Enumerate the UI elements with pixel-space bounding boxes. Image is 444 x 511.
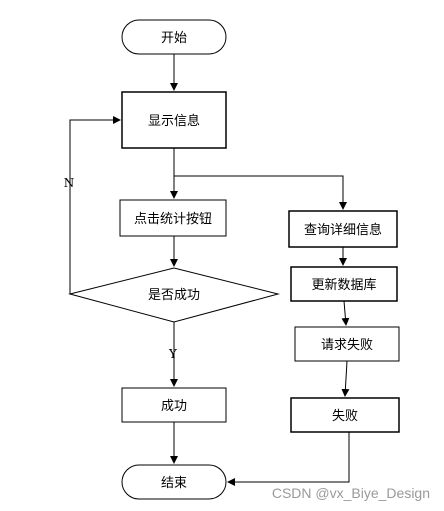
- arrow-fail-to-end: [227, 432, 350, 486]
- click-button-label: 点击统计按钮: [134, 212, 212, 227]
- end-terminal: 结束: [121, 464, 227, 500]
- show-info-box: 显示信息: [121, 91, 227, 149]
- query-detail-box: 查询详细信息: [288, 210, 398, 248]
- watermark: CSDN @vx_Biye_Design: [271, 485, 430, 501]
- decision-diamond: 是否成功: [68, 267, 280, 323]
- decision-label: 是否成功: [148, 288, 200, 303]
- show-info-label: 显示信息: [148, 113, 200, 129]
- query-detail-label: 查询详细信息: [304, 222, 382, 238]
- arrow-decision-no-loop: [69, 116, 121, 294]
- start-label: 开始: [161, 31, 187, 46]
- edge-label-yes: Y: [168, 347, 178, 361]
- request-fail-box: 请求失败: [294, 326, 400, 362]
- click-button-box: 点击统计按钮: [119, 199, 227, 237]
- update-db-label: 更新数据库: [311, 277, 376, 293]
- end-label: 结束: [161, 476, 187, 491]
- arrow-update-to-request-fail: [341, 300, 350, 326]
- success-box: 成功: [121, 387, 227, 423]
- update-db-box: 更新数据库: [290, 266, 398, 302]
- arrow-request-fail-to-fail: [341, 360, 350, 397]
- arrow-show-to-query: [174, 175, 347, 210]
- edge-label-no: N: [64, 176, 75, 190]
- fail-label: 失败: [332, 409, 358, 424]
- request-fail-label: 请求失败: [321, 338, 373, 353]
- fail-box: 失败: [290, 397, 400, 433]
- start-terminal: 开始: [121, 19, 227, 55]
- success-label: 成功: [161, 399, 187, 414]
